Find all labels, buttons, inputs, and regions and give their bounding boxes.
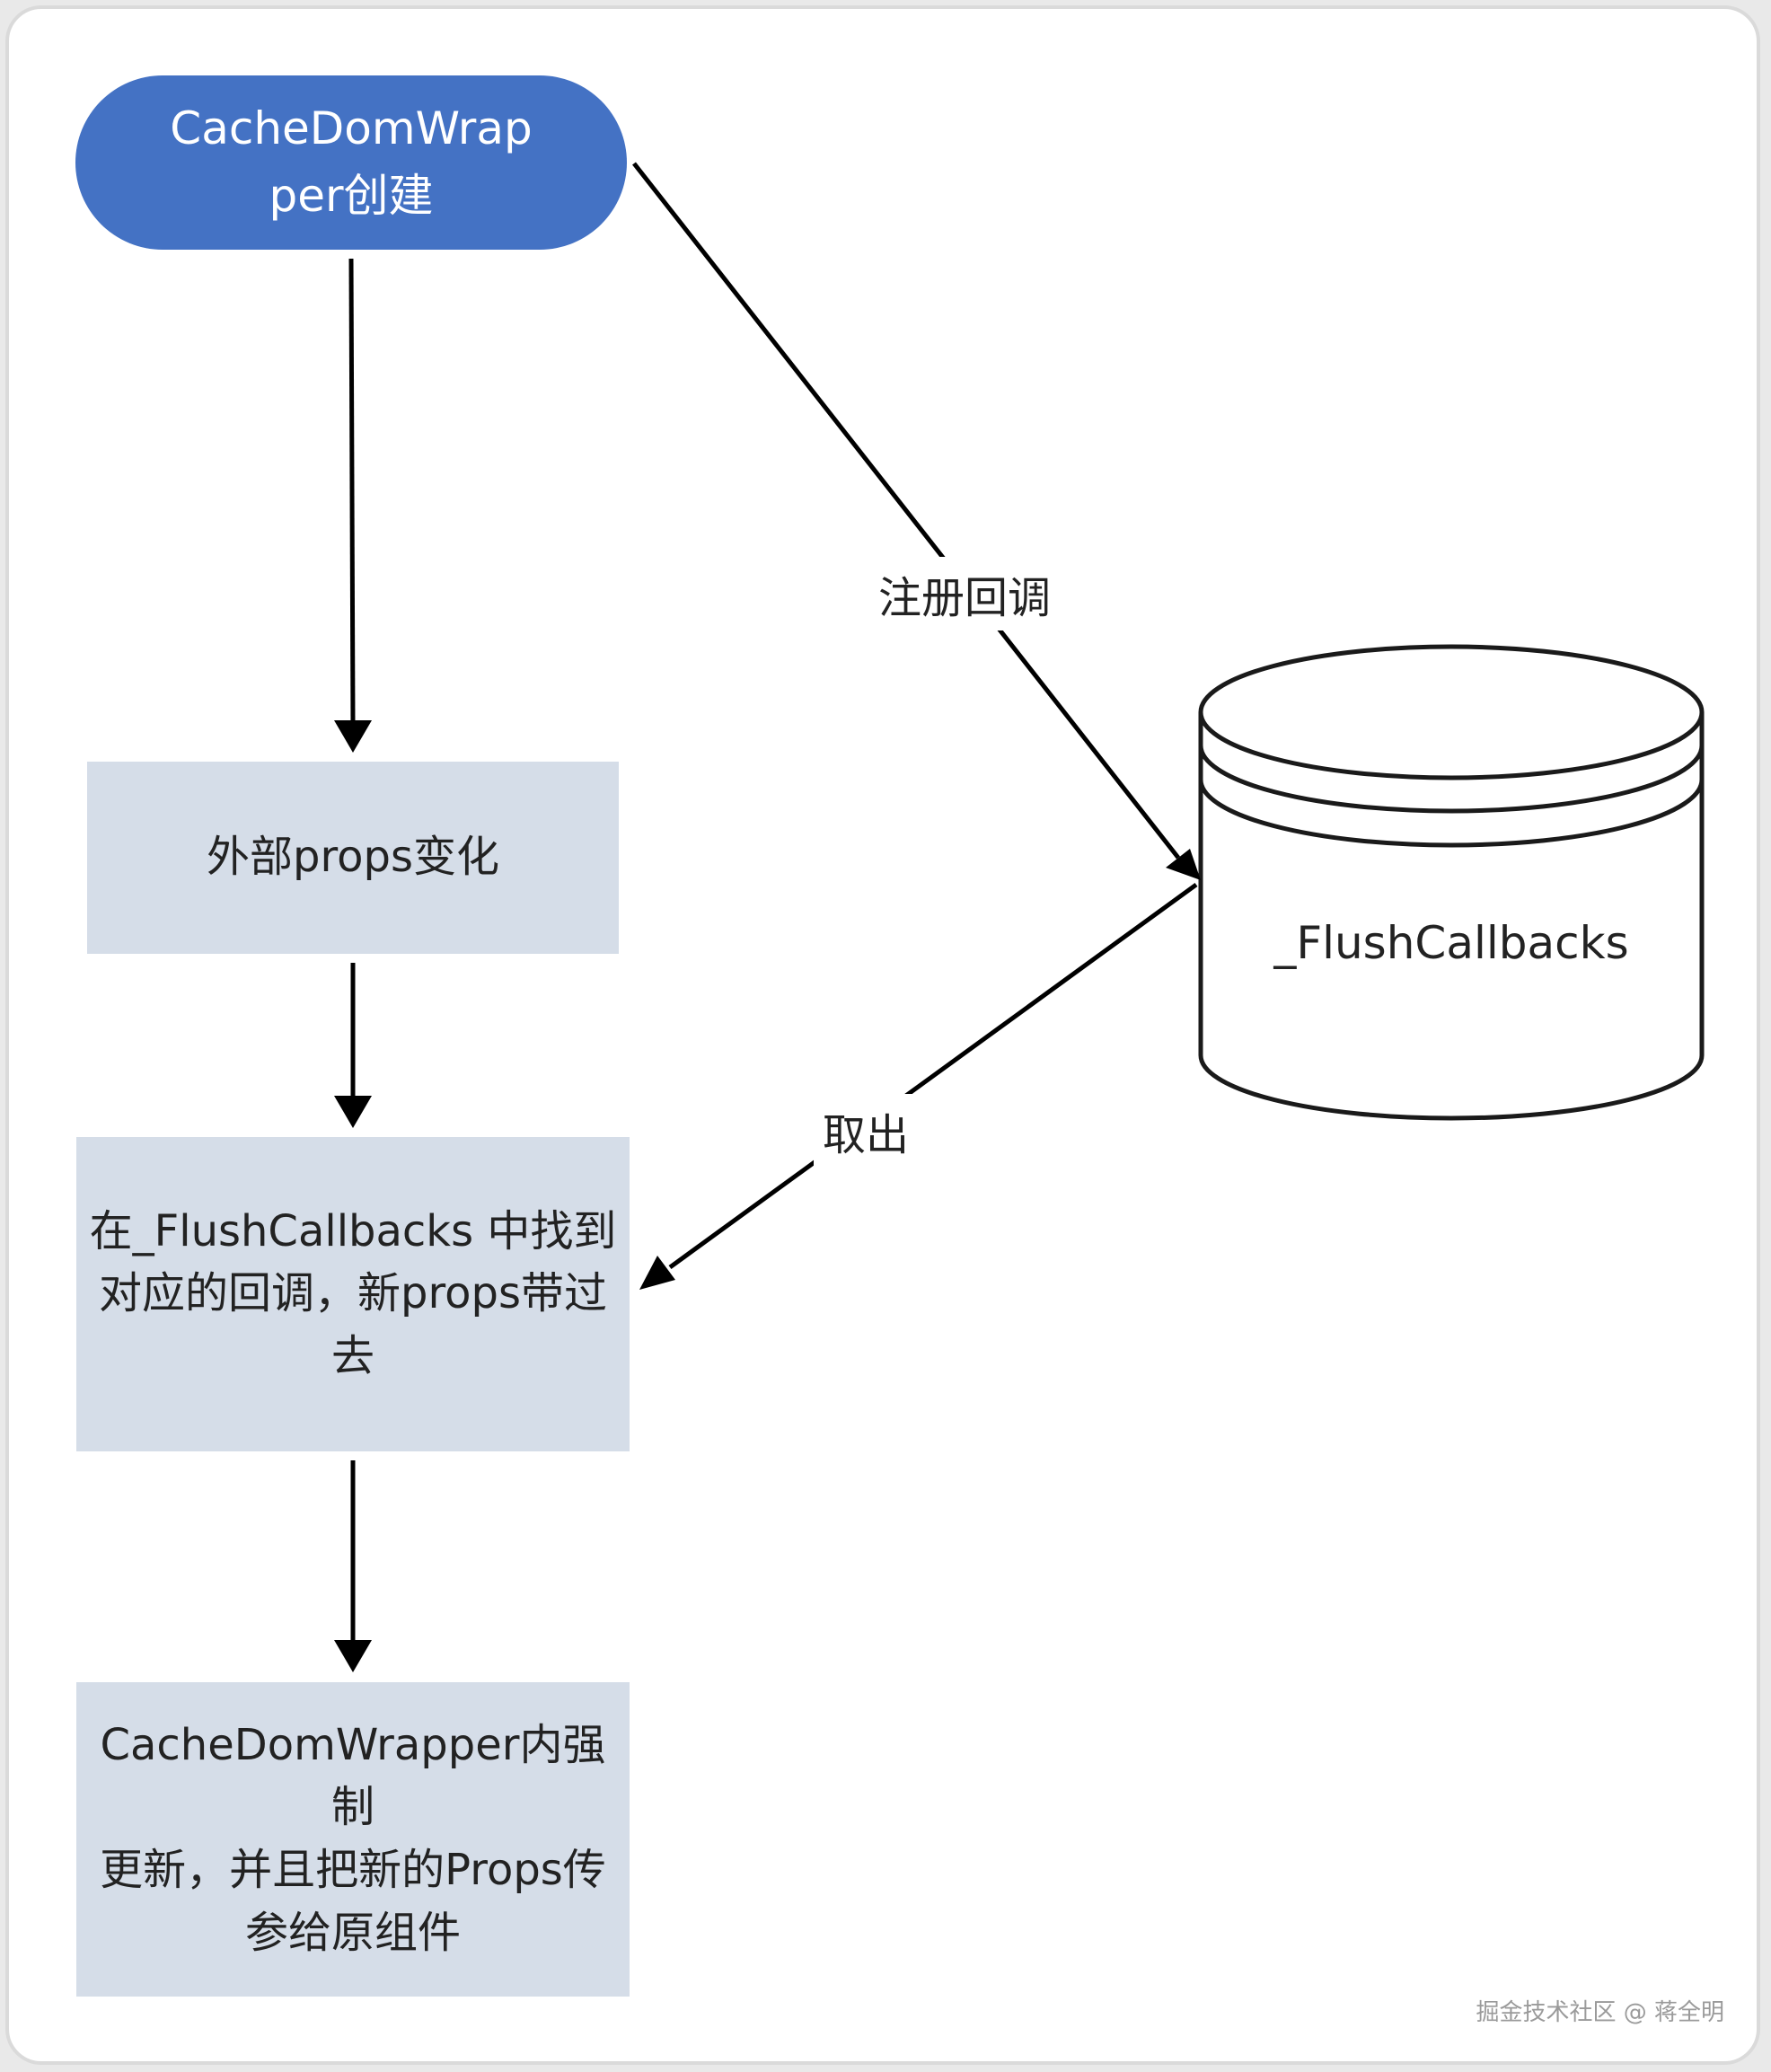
arrowhead-find	[334, 1096, 372, 1128]
node-store-label: _FlushCallbacks	[1273, 916, 1629, 969]
edge-start-to-store	[632, 162, 1180, 860]
node-start-label: CacheDomWrap per创建	[170, 102, 533, 222]
node-find-callback-shape	[76, 1137, 630, 1451]
edge-start-to-props	[348, 258, 356, 727]
arrowhead-force	[334, 1640, 372, 1672]
node-props-change-label: 外部props变化	[207, 832, 499, 883]
node-find-callback-label: 在_FlushCallbacks 中找到 对应的回调，新props带过 去	[89, 1205, 617, 1381]
edge-label-register-callback: 注册回调	[869, 557, 1061, 630]
node-force-update-shape	[76, 1682, 630, 1997]
edge-store-to-find	[668, 882, 1198, 1270]
arrowhead-store	[1166, 849, 1201, 880]
arrowhead-props	[334, 720, 372, 753]
node-force-update-label: CacheDomWrapper内强制 更新，并且把新的Props传 参给原组件	[100, 1719, 606, 1958]
arrowhead-callback	[639, 1256, 675, 1290]
node-props-change-shape	[87, 762, 619, 954]
node-store-shape	[1198, 644, 1705, 1121]
edge-label-take-out: 取出	[814, 1094, 919, 1168]
watermark: 掘金技术社区 @ 蒋全明	[1476, 1999, 1724, 2026]
node-start-shape	[75, 75, 627, 250]
